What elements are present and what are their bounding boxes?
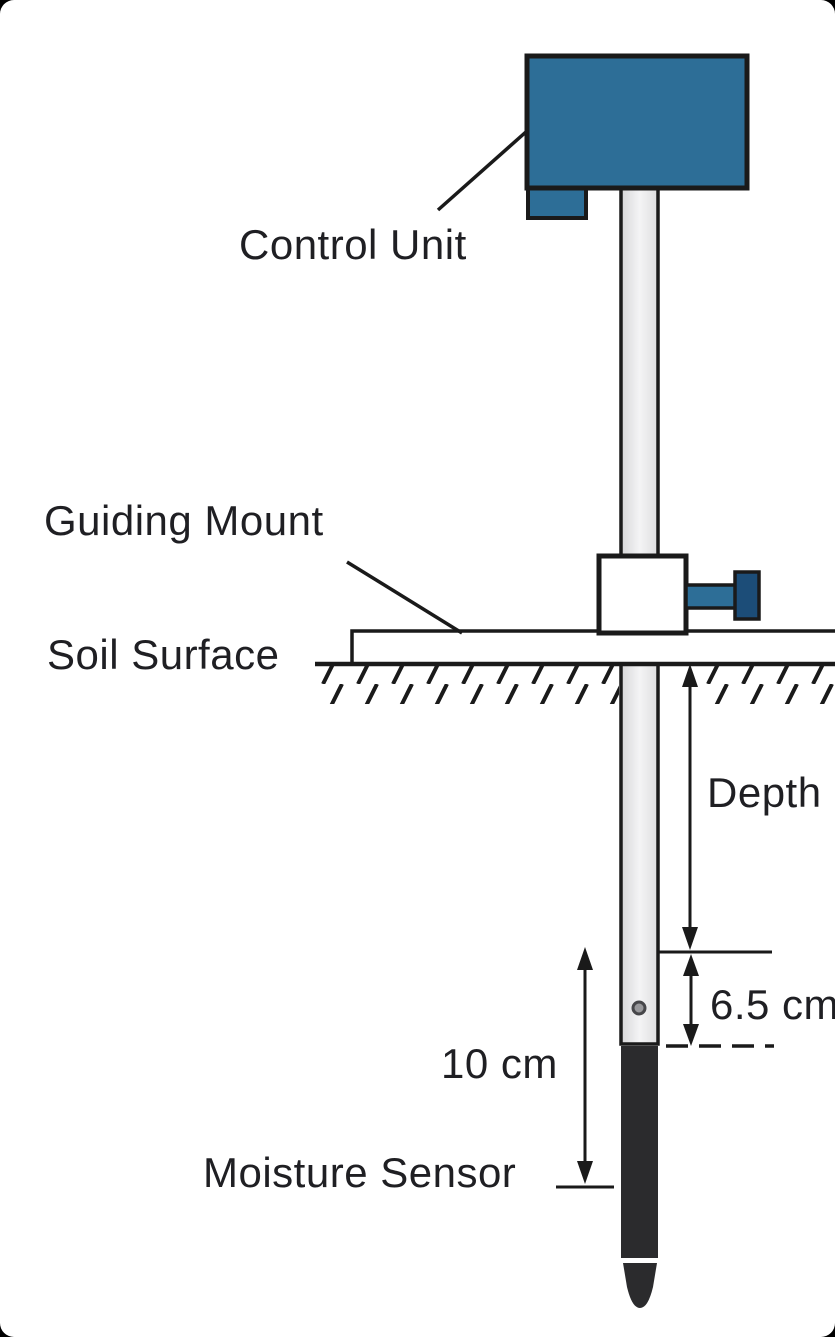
rod-pin-hole [631, 1000, 647, 1016]
depth-label: Depth [707, 769, 822, 816]
depth-dimension-arrow [682, 664, 698, 950]
sensor-length-label: 10 cm [441, 1040, 558, 1087]
moisture-sensor-tip [623, 1263, 657, 1308]
soil-hatching-right [698, 666, 835, 704]
mount-plate [350, 629, 835, 666]
sensor-top-offset-label: 6.5 cm [710, 981, 835, 1028]
control-unit-port [526, 186, 588, 220]
control-unit-leader-line [436, 129, 529, 212]
soil-hatching-left [318, 666, 619, 704]
offset-dimension-arrow [683, 954, 699, 1046]
guiding-mount-label: Guiding Mount [44, 497, 324, 544]
guiding-mount-leader-line [346, 560, 463, 635]
moisture-sensor-body [621, 1046, 658, 1258]
sensor-length-dimension-arrow [577, 947, 593, 1184]
control-unit-label: Control Unit [239, 221, 467, 268]
locking-screw-knob [733, 570, 761, 621]
locking-screw-shaft [684, 583, 739, 610]
control-unit-box [524, 53, 750, 191]
moisture-sensor-label: Moisture Sensor [203, 1149, 517, 1196]
guiding-mount-block [596, 553, 689, 636]
soil-surface-label: Soil Surface [47, 631, 280, 678]
